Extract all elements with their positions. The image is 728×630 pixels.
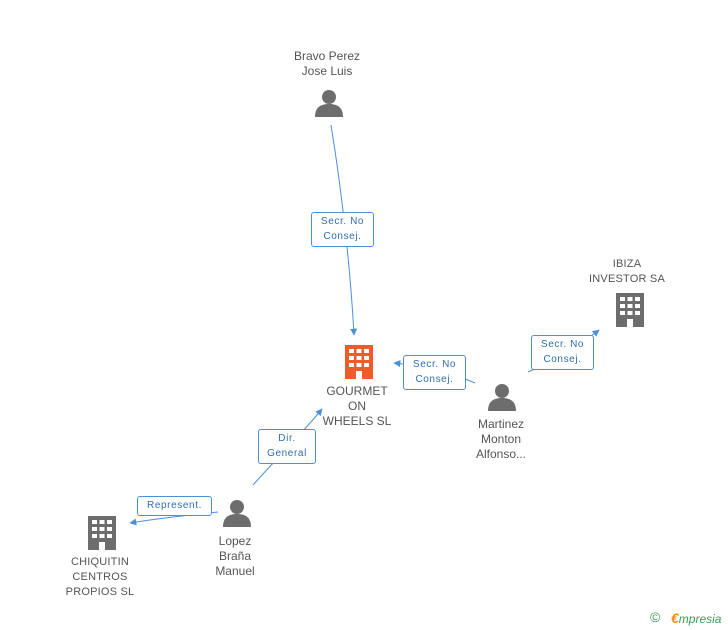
edge-label-lopez-chiquitin: Represent. (137, 496, 212, 516)
building-icon[interactable] (345, 345, 373, 379)
building-icon[interactable] (616, 293, 644, 327)
node-label-martinez[interactable]: Martinez Monton Alfonso... (475, 417, 527, 461)
building-icon[interactable] (88, 516, 116, 550)
node-label-chiquitin[interactable]: CHIQUITIN CENTROS PROPIOS SL (65, 556, 135, 598)
edge-label-bravo-gourmet: Secr. No Consej. (311, 212, 374, 247)
edge-label-martinez-gourmet: Secr. No Consej. (403, 355, 466, 390)
empresia-logo: €mpresia (671, 610, 721, 626)
edge-label-lopez-gourmet: Dir. General (258, 429, 316, 464)
node-label-bravo[interactable]: Bravo Perez Jose Luis (293, 49, 361, 78)
person-icon[interactable] (315, 90, 343, 117)
brand-rest: mpresia (678, 612, 722, 626)
person-icon[interactable] (223, 500, 251, 527)
node-label-gourmet[interactable]: GOURMET ON WHEELS SL (322, 384, 392, 428)
person-icon[interactable] (488, 384, 516, 411)
copyright-icon: © (650, 609, 661, 625)
node-label-lopez[interactable]: Lopez Braña Manuel (215, 534, 255, 578)
node-label-ibiza[interactable]: IBIZA INVESTOR SA (589, 258, 665, 285)
edge-label-martinez-ibiza: Secr. No Consej. (531, 335, 594, 370)
brand-initial: € (671, 610, 679, 626)
